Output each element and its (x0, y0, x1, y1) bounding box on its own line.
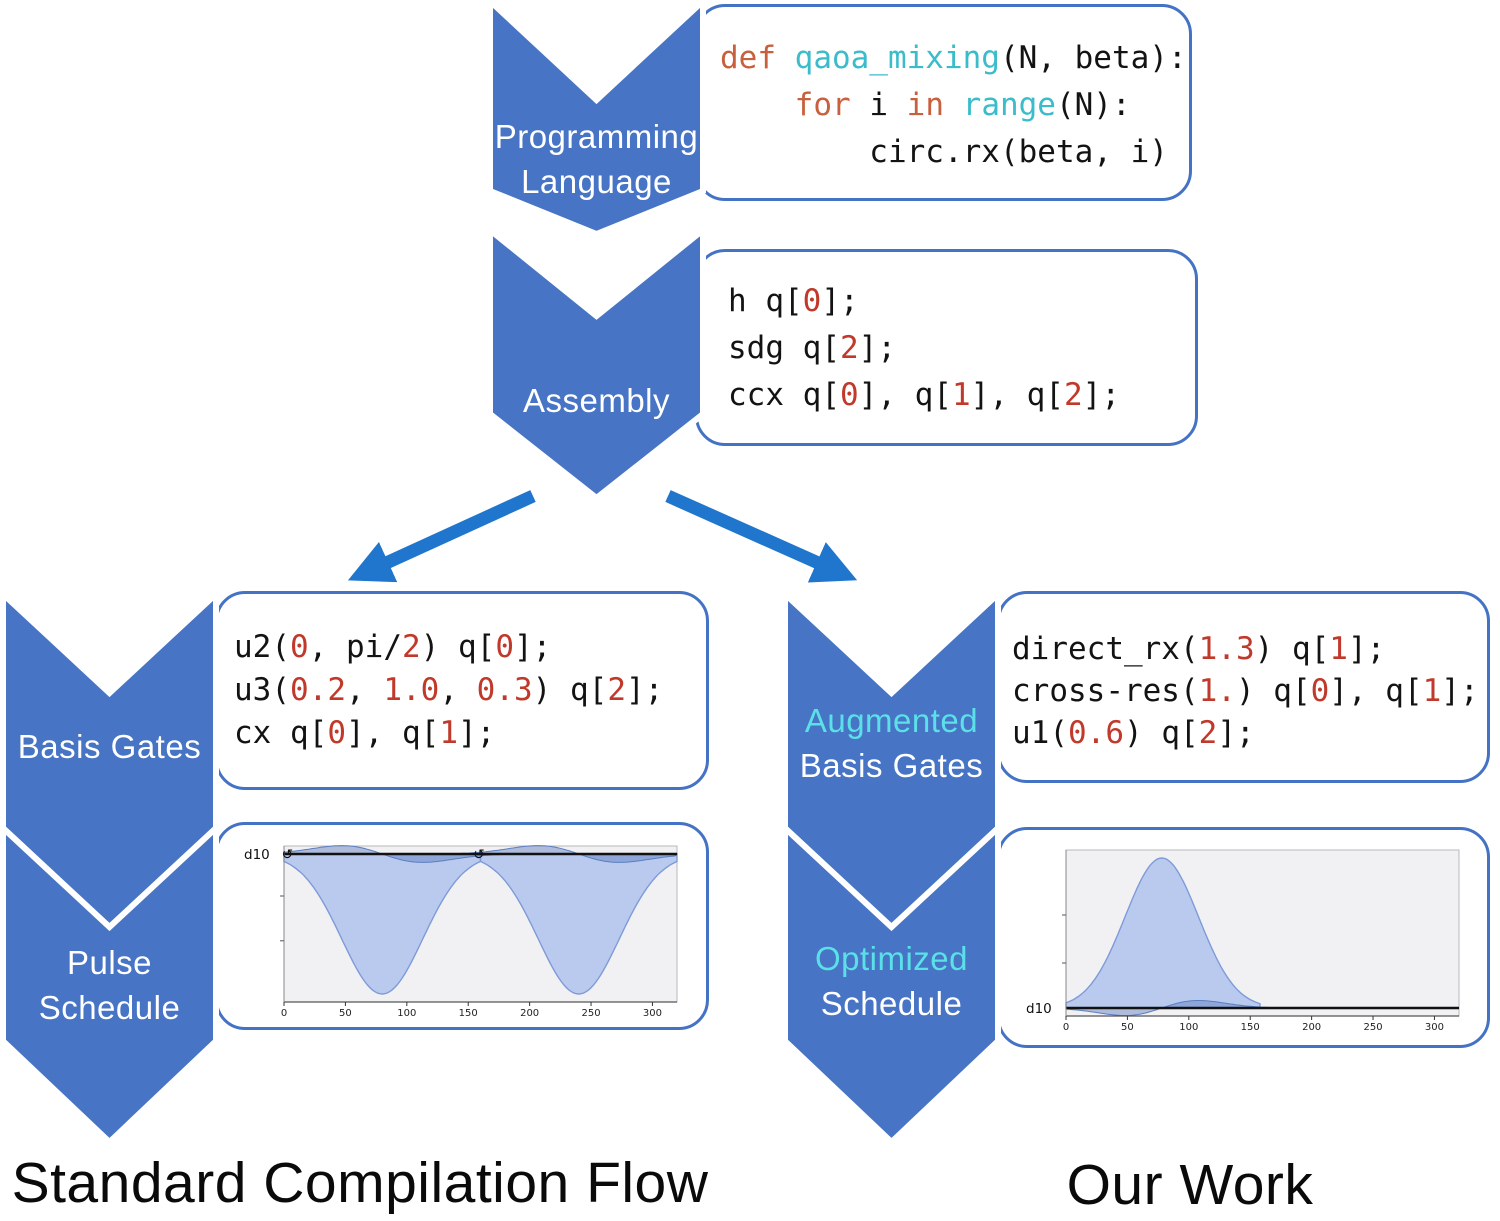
augmented-basis-gates-code-snippet: direct_rx(1.3) q[1];cross-res(1.) q[0], … (1012, 631, 1479, 751)
step-label-line: Basis Gates (17, 728, 202, 765)
step-label-basis-gates: Basis Gates (1, 724, 218, 769)
svg-text:250: 250 (1363, 1022, 1382, 1033)
chevron-assembly (487, 223, 706, 502)
step-label-line: Schedule (820, 985, 963, 1022)
step-label-programming-language: Programming Language (488, 114, 705, 204)
svg-text:50: 50 (1121, 1022, 1134, 1033)
pulse-schedule-chart: 0 50 100 150 200 250 300 d10 ↺ ↺ (244, 845, 679, 1019)
assembly-code-snippet: h q[0];sdg q[2];ccx q[0], q[1], q[2]; (728, 283, 1120, 413)
step-label-optimized-schedule: Optimized Schedule (783, 936, 1000, 1026)
svg-text:d10: d10 (244, 847, 270, 863)
svg-text:150: 150 (459, 1008, 478, 1019)
augmented-basis-gates-code-box: direct_rx(1.3) q[1];cross-res(1.) q[0], … (997, 591, 1490, 783)
chevron-optimized-schedule (782, 821, 1001, 1147)
step-label-augmented-basis-gates: Augmented Basis Gates (783, 698, 1000, 788)
basis-gates-code-snippet: u2(0, pi/2) q[0];u3(0.2, 1.0, 0.3) q[2];… (234, 629, 664, 751)
svg-text:↺: ↺ (281, 847, 293, 863)
step-label-line: Language (521, 163, 672, 200)
assembly-code-box: h q[0];sdg q[2];ccx q[0], q[1], q[2]; (695, 249, 1198, 446)
step-label-line: Optimized (814, 940, 969, 977)
chevron-shape (487, 0, 706, 238)
branch-arrows (347, 490, 858, 583)
svg-text:150: 150 (1241, 1022, 1260, 1033)
svg-text:300: 300 (643, 1008, 662, 1019)
chevron-pulse-schedule (0, 821, 219, 1147)
svg-text:0: 0 (281, 1008, 287, 1019)
svg-text:50: 50 (339, 1008, 352, 1019)
optimized-schedule-chart: 0 50 100 150 200 250 300 d10 (1026, 849, 1460, 1033)
step-label-line: Assembly (522, 382, 671, 419)
svg-text:250: 250 (581, 1008, 600, 1019)
svg-text:200: 200 (520, 1008, 539, 1019)
python-code-snippet: def qaoa_mixing(N, beta): for i in range… (720, 40, 1187, 170)
step-label-line: Pulse (66, 944, 153, 981)
step-label-assembly: Assembly (488, 378, 705, 423)
svg-text:d10: d10 (1026, 1001, 1052, 1017)
svg-text:0: 0 (1063, 1022, 1069, 1033)
caption-our-work: Our Work (1066, 1153, 1314, 1217)
chevron-shape (487, 223, 706, 502)
programming-language-code-box: def qaoa_mixing(N, beta): for i in range… (695, 4, 1192, 201)
caption-standard-flow: Standard Compilation Flow (11, 1151, 709, 1215)
svg-text:300: 300 (1425, 1022, 1444, 1033)
step-label-line: Programming (494, 118, 699, 155)
svg-text:100: 100 (397, 1008, 416, 1019)
step-label-line: Basis Gates (799, 747, 984, 784)
step-label-line: Schedule (38, 989, 181, 1026)
branch-arrow-left (347, 490, 536, 583)
svg-text:100: 100 (1179, 1022, 1198, 1033)
step-label-line: Augmented (804, 702, 979, 739)
basis-gates-code-box: u2(0, pi/2) q[0];u3(0.2, 1.0, 0.3) q[2];… (215, 591, 709, 790)
chevron-shape (782, 821, 1001, 1147)
branch-arrow-right (665, 490, 858, 583)
chevron-programming-language (487, 0, 706, 238)
svg-text:200: 200 (1302, 1022, 1321, 1033)
step-label-pulse-schedule: Pulse Schedule (1, 940, 218, 1030)
svg-text:↺: ↺ (473, 847, 485, 863)
chevron-shape (0, 821, 219, 1147)
